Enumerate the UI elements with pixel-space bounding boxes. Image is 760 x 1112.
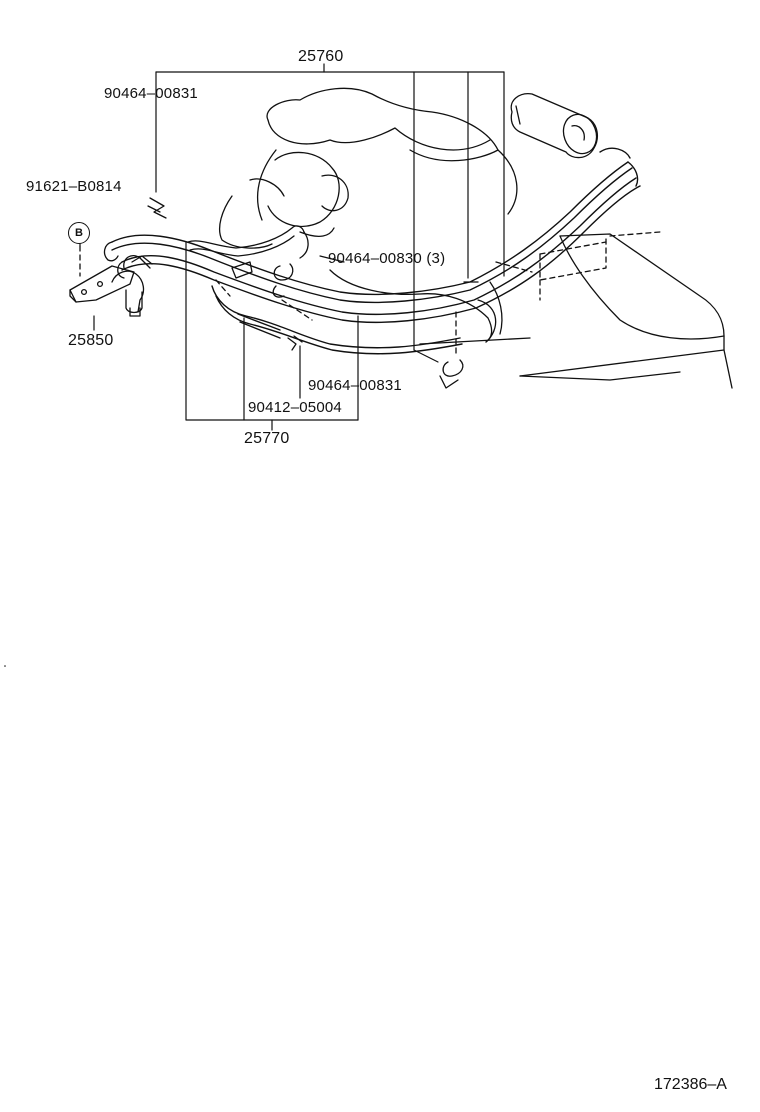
stray-dot [4, 665, 6, 667]
callout-90464-00831-upper: 90464–00831 [104, 85, 198, 102]
body-panel-outline [419, 233, 733, 389]
callout-90464-00831-lower: 90464–00831 [308, 377, 402, 394]
clip-90464-00830-right [439, 281, 479, 389]
hose-engine-branch [187, 225, 309, 259]
leader-lines [79, 63, 505, 431]
callout-90412-05004: 90412–05004 [248, 399, 342, 416]
callout-90464-00830: 90464–00830 (3) [328, 250, 446, 267]
callout-25770: 25770 [244, 430, 290, 447]
clip-90464-00831-lower [287, 335, 303, 351]
engine-outline [218, 87, 518, 343]
clip-90464-00830-engine [272, 263, 294, 298]
circle-b-marker: B [68, 222, 90, 244]
bracket-vsv-25850 [69, 241, 153, 317]
callout-25850: 25850 [68, 332, 114, 349]
hose-bundle-25760 [111, 147, 641, 324]
diagram-reference-number: 172386–A [654, 1076, 727, 1093]
hose-25770 [211, 285, 463, 355]
callout-91621-b0814: 91621–B0814 [26, 178, 122, 195]
callout-25760: 25760 [298, 48, 344, 65]
canister-outline [510, 93, 599, 159]
clip-90464-00831-upper [147, 197, 167, 219]
